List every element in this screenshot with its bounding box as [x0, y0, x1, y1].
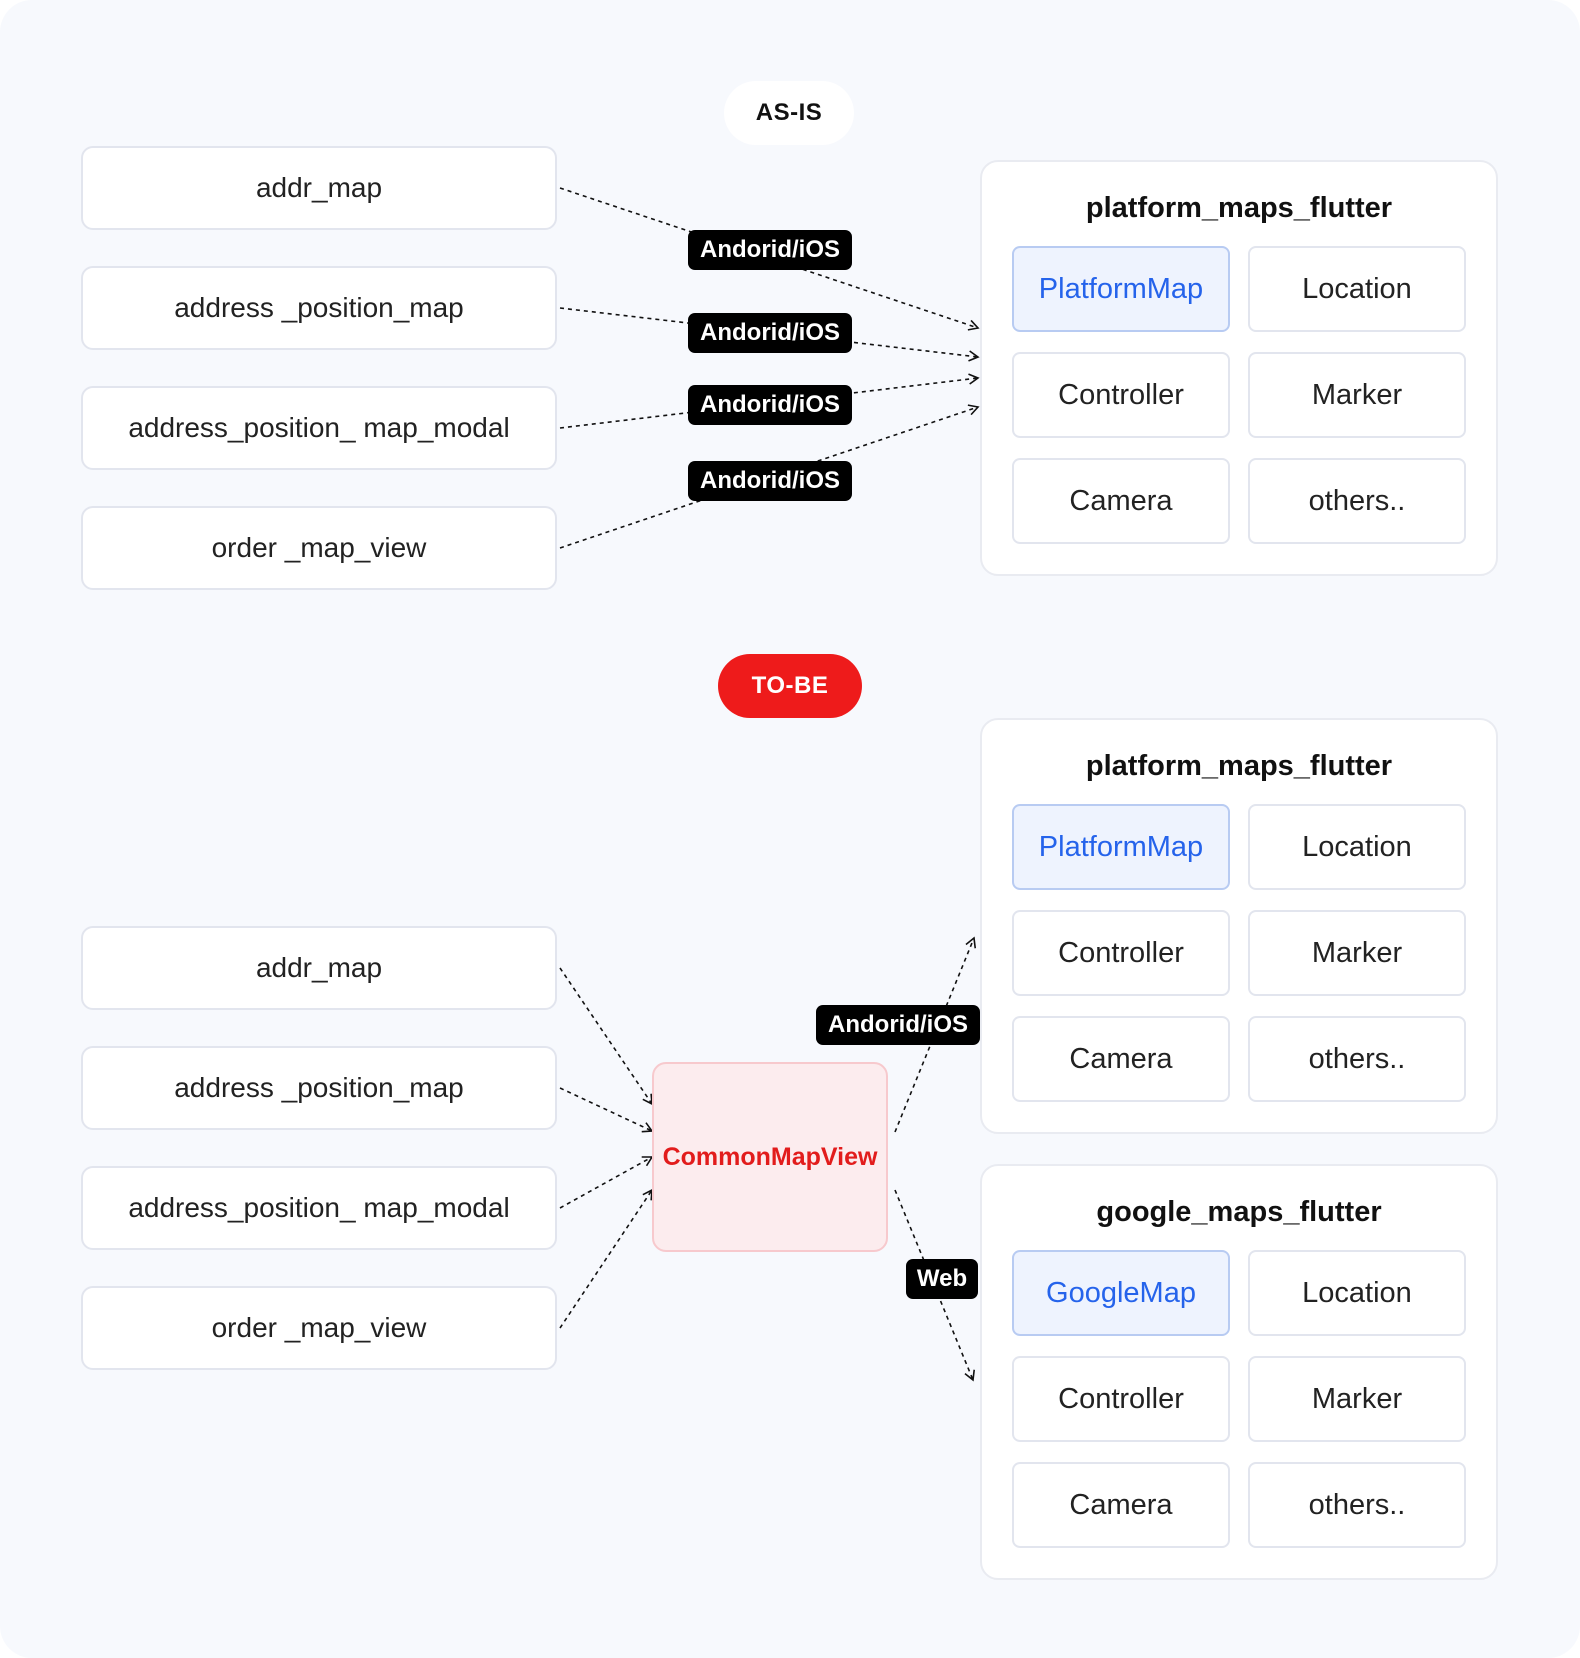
tobe-edge-label-mobile: Andorid/iOS: [816, 1005, 980, 1045]
lib-cell-controller: Controller: [1012, 352, 1230, 438]
lib-cell-marker: Marker: [1248, 352, 1466, 438]
as-is-label: AS-IS: [724, 81, 854, 145]
lib-cell-others: others..: [1248, 458, 1466, 544]
library-title: platform_maps_flutter: [1085, 192, 1393, 224]
asis-edge-label-1: Andorid/iOS: [688, 230, 852, 270]
lib-cell-platformmap: PlatformMap: [1012, 804, 1230, 890]
lib-cell-camera: Camera: [1012, 458, 1230, 544]
asis-edge-1: [559, 187, 980, 331]
asis-edge-label-2: Andorid/iOS: [688, 313, 852, 353]
library-title: platform_maps_flutter: [1085, 750, 1393, 782]
tobe-library-google-maps-flutter: google_maps_flutter GoogleMap Location C…: [980, 1164, 1498, 1580]
tobe-source-addr-map: addr_map: [81, 926, 557, 1010]
lib-cell-controller: Controller: [1012, 1356, 1230, 1442]
asis-edge-4: [559, 404, 980, 549]
lib-cell-marker: Marker: [1248, 910, 1466, 996]
asis-source-order-map-view: order _map_view: [81, 506, 557, 590]
lib-cell-others: others..: [1248, 1462, 1466, 1548]
lib-cell-controller: Controller: [1012, 910, 1230, 996]
tobe-edge-label-web: Web: [906, 1259, 978, 1299]
asis-source-address-position-map-modal: address_position_ map_modal: [81, 386, 557, 470]
tobe-edge-2: [559, 1087, 654, 1133]
tobe-source-order-map-view: order _map_view: [81, 1286, 557, 1370]
lib-cell-location: Location: [1248, 246, 1466, 332]
lib-cell-location: Location: [1248, 1250, 1466, 1336]
common-map-view-hub: CommonMapView: [652, 1062, 888, 1252]
lib-cell-location: Location: [1248, 804, 1466, 890]
asis-library-platform-maps-flutter: platform_maps_flutter PlatformMap Locati…: [980, 160, 1498, 576]
tobe-library-platform-maps-flutter: platform_maps_flutter PlatformMap Locati…: [980, 718, 1498, 1134]
asis-edge-label-4: Andorid/iOS: [688, 461, 852, 501]
tobe-edge-4: [559, 1188, 653, 1329]
tobe-source-address-position-map-modal: address_position_ map_modal: [81, 1166, 557, 1250]
lib-cell-camera: Camera: [1012, 1016, 1230, 1102]
hub-edge-web: [894, 1189, 976, 1382]
lib-cell-platformmap: PlatformMap: [1012, 246, 1230, 332]
asis-source-addr-map: addr_map: [81, 146, 557, 230]
tobe-edge-1: [559, 967, 653, 1106]
tobe-source-address-position-map: address _position_map: [81, 1046, 557, 1130]
lib-cell-camera: Camera: [1012, 1462, 1230, 1548]
lib-cell-googlemap: GoogleMap: [1012, 1250, 1230, 1336]
to-be-label: TO-BE: [718, 654, 862, 718]
lib-cell-marker: Marker: [1248, 1356, 1466, 1442]
tobe-edge-3: [559, 1156, 654, 1209]
library-title: google_maps_flutter: [1096, 1196, 1382, 1228]
asis-edge-label-3: Andorid/iOS: [688, 385, 852, 425]
asis-source-address-position-map: address _position_map: [81, 266, 557, 350]
lib-cell-others: others..: [1248, 1016, 1466, 1102]
